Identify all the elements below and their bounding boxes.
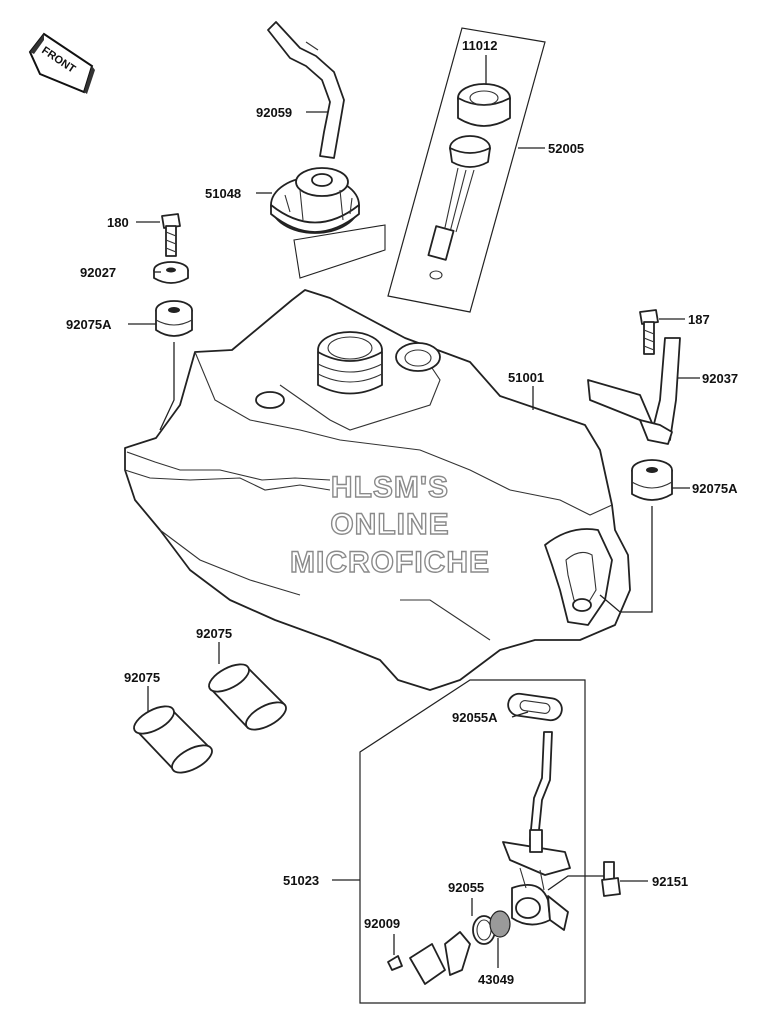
damper-92075A-left [155,300,193,431]
collar-92075-lower [133,705,213,774]
label-92075A-left: 92075A [66,317,112,332]
front-arrow: FRONT [28,32,95,94]
bolt-187 [639,309,659,355]
label-92075-upper: 92075 [196,626,232,641]
label-43049: 43049 [478,972,514,987]
label-180: 180 [107,215,129,230]
label-52005: 52005 [548,141,584,156]
fuel-tank-51001 [124,289,631,691]
label-11012: 11012 [462,38,497,53]
label-92075-lower: 92075 [124,670,160,685]
label-92009: 92009 [364,916,400,931]
fuel-cap-51048 [270,167,386,279]
label-92027: 92027 [80,265,116,280]
leader-lines [128,55,700,968]
label-51023: 51023 [283,873,319,888]
fuel-cock-box-51023 [359,679,621,1004]
label-92055A: 92055A [452,710,498,725]
breather-hose-92059 [267,21,345,159]
lever [444,931,471,976]
watermark-line-2: ONLINE [330,508,449,541]
label-51001: 51001 [508,370,544,385]
strap-92037 [587,337,681,445]
part-labels: 92059 51048 11012 52005 180 92027 92075A… [66,38,738,987]
damper-92075A-right [599,459,673,613]
watermark: HLSM'S ONLINE MICROFICHE [289,470,490,579]
label-92055: 92055 [448,880,484,895]
plate [409,943,446,985]
washer-92027 [153,261,189,284]
filter-43049 [489,910,511,938]
watermark-line-1: HLSM'S [331,471,449,504]
gasket-92055A [507,692,563,722]
label-51048: 51048 [205,186,241,201]
watermark-line-3: MICROFICHE [290,546,490,579]
label-92059: 92059 [256,105,292,120]
label-92037: 92037 [702,371,738,386]
label-92075A-right: 92075A [692,481,738,496]
bolt-180 [161,213,181,257]
bolt-92151 [601,861,621,897]
label-187: 187 [688,312,710,327]
label-92151: 92151 [652,874,688,889]
screw-92009 [387,955,403,971]
collar-92075-upper [208,663,287,731]
fuel-gauge-box-52005 [387,27,546,313]
